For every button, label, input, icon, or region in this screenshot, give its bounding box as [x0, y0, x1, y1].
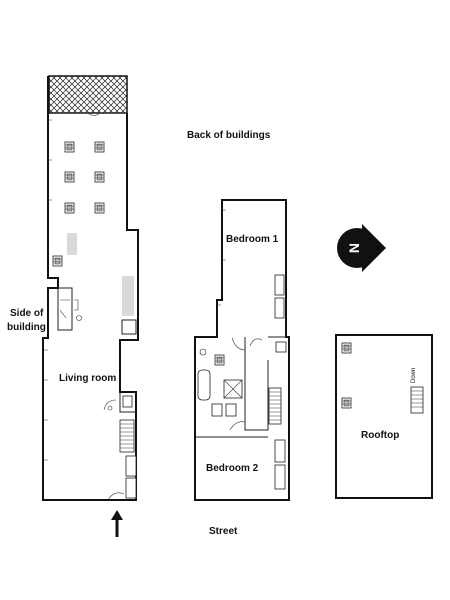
label-living-room: Living room	[59, 373, 116, 384]
label-bedroom-2: Bedroom 2	[206, 463, 259, 474]
label-street: Street	[209, 526, 238, 537]
label-side-of-building-2: building	[7, 322, 46, 333]
sink-icon	[211, 403, 223, 417]
main-apartment	[42, 75, 139, 537]
shower-icon	[223, 379, 243, 399]
label-rooftop: Rooftop	[361, 430, 399, 441]
down-label: Down	[411, 368, 417, 383]
terrace-hatched	[48, 75, 128, 114]
stairs-icon	[119, 419, 135, 453]
label-side-of-building-1: Side of	[10, 308, 44, 319]
rooftop-area: Down	[335, 334, 433, 499]
stairs-icon	[268, 387, 282, 425]
stairs-icon	[410, 386, 424, 414]
compass-north-icon: N	[337, 224, 386, 272]
label-back-of-buildings: Back of buildings	[187, 130, 271, 141]
toilet-icon	[122, 395, 133, 408]
compass-north-label: N	[346, 243, 362, 253]
entry-arrow-icon	[111, 510, 123, 537]
middle-apartment	[194, 199, 290, 501]
label-bedroom-1: Bedroom 1	[226, 234, 279, 245]
bathtub-icon	[197, 369, 211, 401]
